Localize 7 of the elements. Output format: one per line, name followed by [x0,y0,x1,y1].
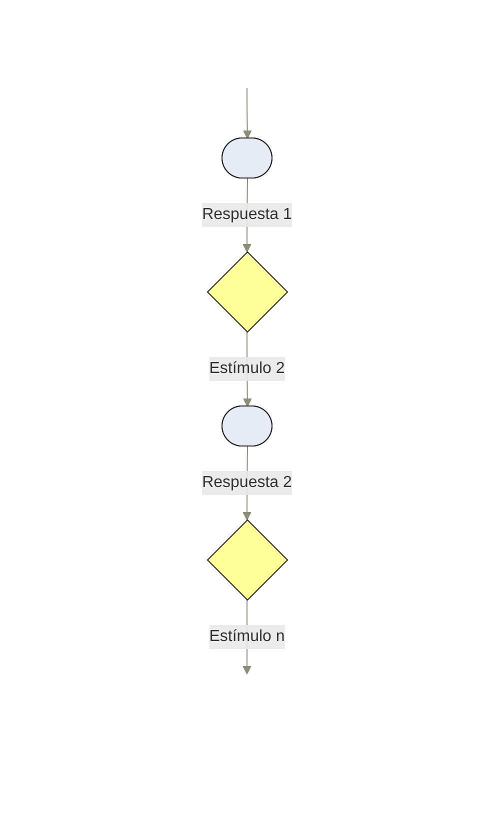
node-diamond [206,251,288,333]
arrow [242,88,252,139]
node-diamond [206,519,288,601]
edge-label: Estímulo 2 [209,360,285,377]
edge-label: Estímulo n [209,628,285,645]
edge-label: Respuesta 1 [202,206,292,223]
edge-label: Respuesta 2 [202,474,292,491]
